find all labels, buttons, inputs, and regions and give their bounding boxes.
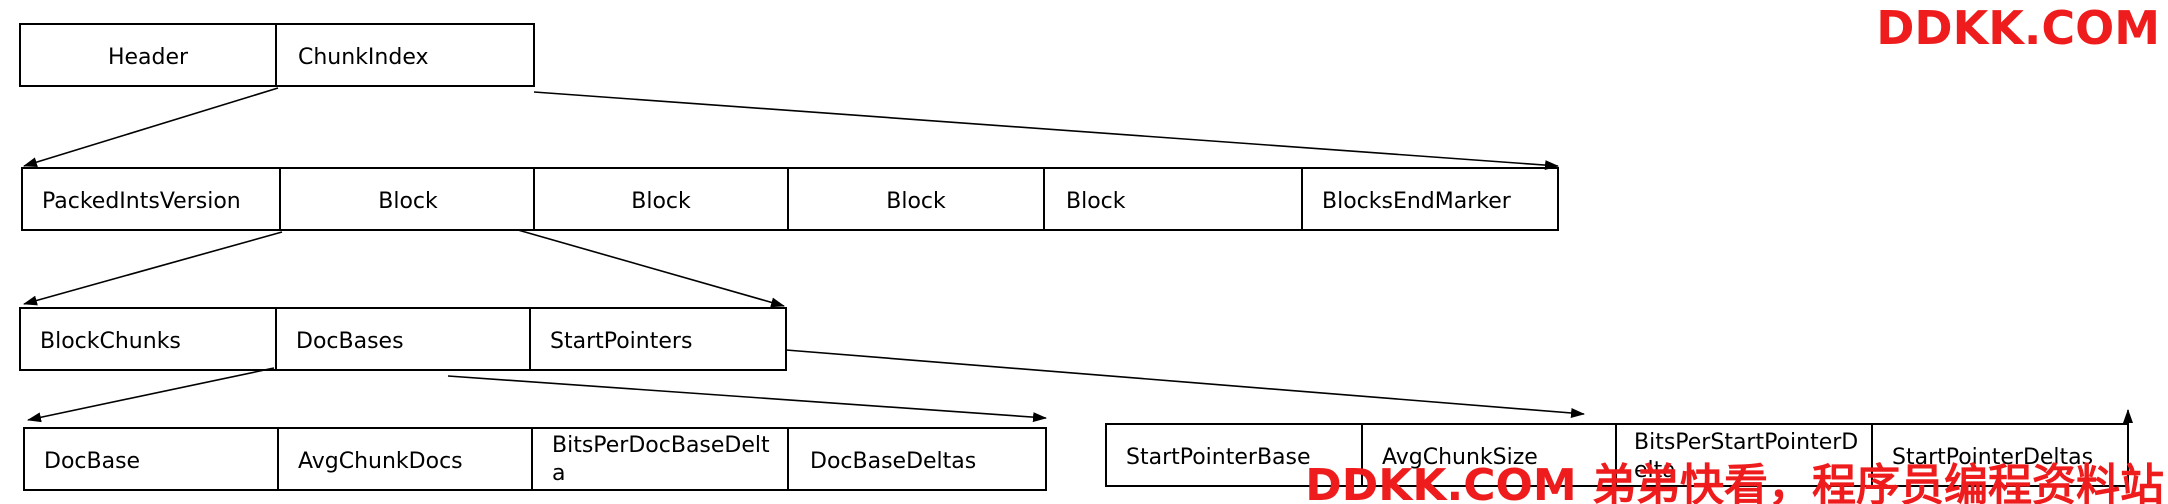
block-label-1: Block <box>378 189 438 214</box>
row-top: Header ChunkIndex <box>19 23 535 87</box>
doc-base-box: DocBase <box>23 427 279 491</box>
doc-base-label: DocBase <box>44 449 140 474</box>
row-start-pointers: StartPointerBase AvgChunkSize BitsPerSta… <box>1105 423 2129 487</box>
header-label: Header <box>108 45 189 70</box>
bits-per-start-pointer-delta-box: BitsPerStartPointerD elta <box>1615 423 1873 487</box>
block-box-1: Block <box>279 167 535 231</box>
block-box-4: Block <box>1043 167 1303 231</box>
block-box-2: Block <box>533 167 789 231</box>
blocks-end-marker-box: BlocksEndMarker <box>1301 167 1559 231</box>
doc-base-deltas-box: DocBaseDeltas <box>787 427 1047 491</box>
watermark-top: DDKK.COM <box>1876 1 2160 55</box>
connector-block-left <box>23 231 283 306</box>
start-pointer-deltas-box: StartPointerDeltas <box>1871 423 2129 487</box>
bits-per-start-pointer-delta-label: BitsPerStartPointerD <box>1634 430 1858 455</box>
start-pointer-deltas-label: StartPointerDeltas <box>1892 445 2093 470</box>
bits-per-doc-base-delta-label: BitsPerDocBaseDelt <box>552 433 770 458</box>
connector-chunk-index-right <box>533 91 1559 171</box>
row-doc-bases: DocBase AvgChunkDocs BitsPerDocBaseDelt … <box>23 427 1047 491</box>
avg-chunk-docs-box: AvgChunkDocs <box>277 427 533 491</box>
bits-per-start-pointer-delta-wrap: elta <box>1634 458 1676 483</box>
block-chunks-box: BlockChunks <box>19 307 277 371</box>
connector-doc-bases-left <box>27 367 275 423</box>
row-block: BlockChunks DocBases StartPointers <box>19 307 787 371</box>
start-pointer-base-box: StartPointerBase <box>1105 423 1363 487</box>
avg-chunk-size-label: AvgChunkSize <box>1382 445 1538 470</box>
connector-start-pointers-left <box>785 349 1585 418</box>
avg-chunk-docs-label: AvgChunkDocs <box>298 449 463 474</box>
block-box-3: Block <box>787 167 1045 231</box>
start-pointers-label: StartPointers <box>550 329 692 354</box>
row-chunk-index: PackedIntsVersion Block Block Block Bloc… <box>21 167 1559 231</box>
packed-ints-version-box: PackedIntsVersion <box>21 167 281 231</box>
start-pointers-box: StartPointers <box>529 307 787 371</box>
chunk-index-box: ChunkIndex <box>275 23 535 87</box>
connector-doc-bases-right <box>447 375 1047 423</box>
watermark-bottom: DDKK.COM 弟弟快看，程序员编程资料站 <box>1305 460 2164 504</box>
bits-per-doc-base-delta-box: BitsPerDocBaseDelt a <box>531 427 789 491</box>
start-pointer-base-label: StartPointerBase <box>1126 445 1311 470</box>
connectors <box>23 87 2133 424</box>
block-label-3: Block <box>886 189 946 214</box>
block-label-2: Block <box>631 189 691 214</box>
avg-chunk-size-box: AvgChunkSize <box>1361 423 1617 487</box>
chunk-index-label: ChunkIndex <box>298 45 429 70</box>
block-label-4: Block <box>1066 189 1126 214</box>
header-box: Header <box>19 23 277 87</box>
block-chunks-label: BlockChunks <box>40 329 181 354</box>
packed-ints-version-label: PackedIntsVersion <box>42 189 241 214</box>
doc-bases-label: DocBases <box>296 329 404 354</box>
doc-bases-box: DocBases <box>275 307 531 371</box>
connector-chunk-index-left <box>23 87 279 167</box>
blocks-end-marker-label: BlocksEndMarker <box>1322 189 1512 214</box>
doc-base-deltas-label: DocBaseDeltas <box>810 449 976 474</box>
connector-block-right <box>517 229 785 308</box>
bits-per-doc-base-delta-wrap: a <box>552 461 565 486</box>
